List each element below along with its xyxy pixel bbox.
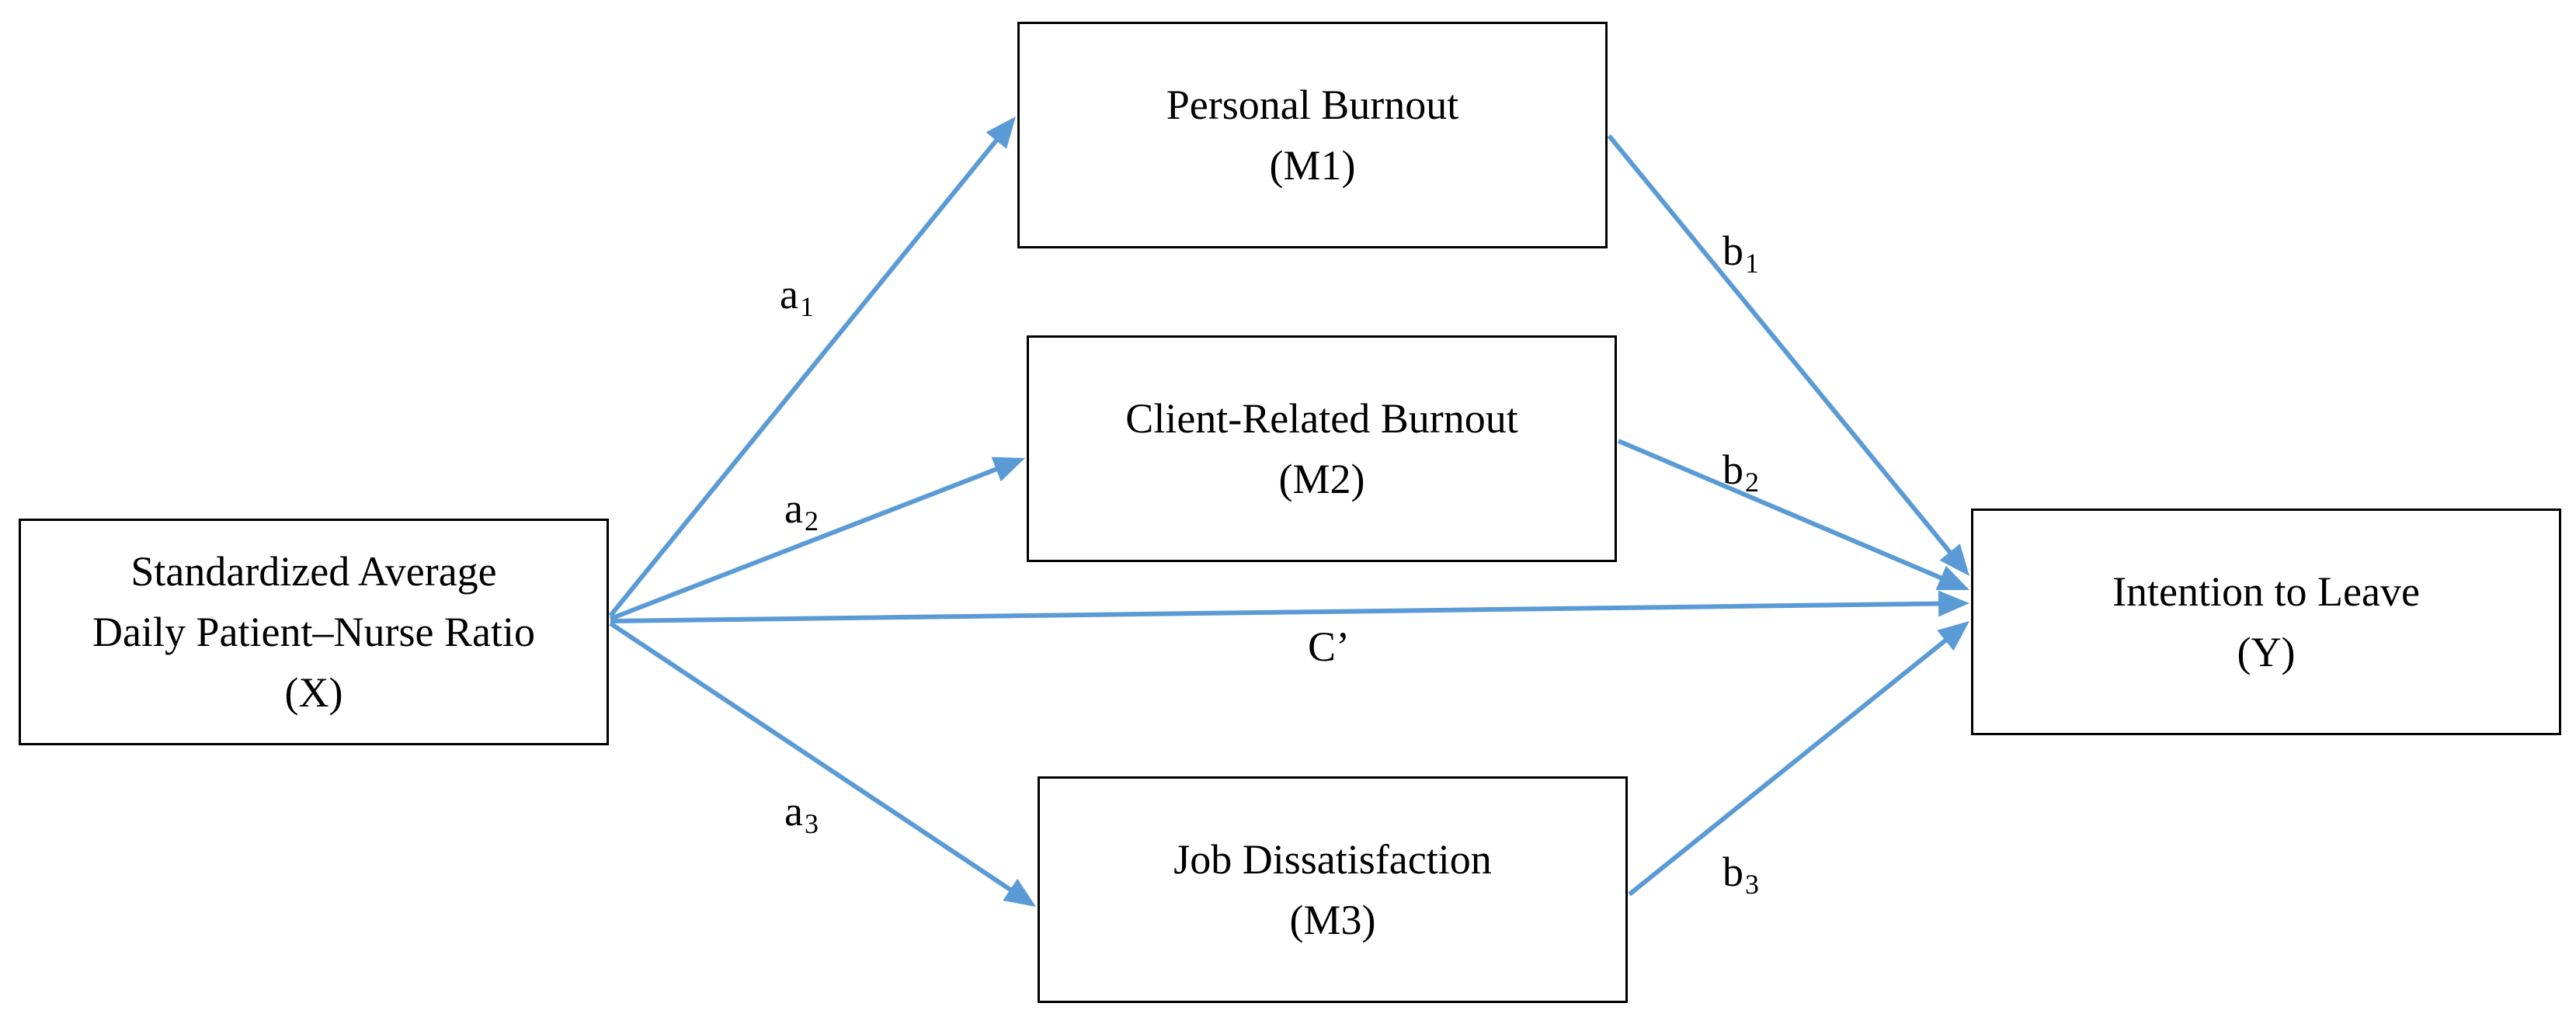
arrow-b1-head: [1939, 543, 1969, 576]
edge-label-b2-letter: b: [1723, 446, 1743, 493]
arrow-c-prime-line: [610, 601, 1942, 623]
edge-label-a2-subscript: 2: [804, 505, 819, 536]
edge-label-b3-letter: b: [1723, 849, 1743, 895]
node-y: Intention to Leave (Y): [1971, 509, 2561, 735]
edge-label-a1: a1: [780, 271, 814, 321]
edge-label-b3-subscript: 3: [1745, 869, 1759, 900]
node-m1-line-1: Personal Burnout: [1166, 81, 1459, 128]
node-m1-line-2: (M1): [1269, 142, 1356, 189]
arrow-b2-line: [1617, 439, 1945, 581]
arrow-b3-line: [1628, 637, 1949, 897]
edge-label-a3-subscript: 3: [804, 808, 819, 839]
edge-label-a1-letter: a: [780, 271, 798, 318]
edge-label-b1: b1: [1723, 227, 1759, 277]
node-m3-line-1: Job Dissatisfaction: [1173, 835, 1492, 883]
edge-label-a1-subscript: 1: [799, 291, 814, 322]
arrow-c-prime-head: [1938, 590, 1969, 617]
edge-lines: [608, 116, 1969, 907]
edge-label-a2: a2: [784, 485, 819, 535]
edge-label-a3: a3: [784, 788, 819, 838]
edge-label-c-prime: C’: [1308, 626, 1350, 668]
arrow-a3-line: [609, 621, 1014, 894]
edge-label-b1-letter: b: [1723, 227, 1743, 274]
node-x-line-2: Daily Patient–Nurse Ratio: [92, 608, 535, 655]
arrow-b1-line: [1607, 134, 1954, 557]
edge-label-b3: b3: [1723, 849, 1759, 898]
arrow-a1-line: [608, 137, 1000, 617]
node-m3: Job Dissatisfaction (M3): [1038, 776, 1628, 1003]
arrow-a1-head: [986, 116, 1016, 149]
edge-label-c-prime-letter: C’: [1308, 623, 1350, 670]
node-x: Standardized Average Daily Patient–Nurse…: [19, 519, 609, 745]
edge-label-a2-letter: a: [784, 485, 803, 532]
node-m2: Client-Related Burnout (M2): [1027, 335, 1617, 562]
arrow-b2-head: [1935, 565, 1969, 590]
arrow-a2-head: [991, 456, 1025, 482]
edge-label-b2-subscript: 2: [1745, 467, 1759, 498]
edge-label-a3-letter: a: [784, 788, 803, 835]
node-m3-line-2: (M3): [1289, 897, 1376, 943]
arrow-b3-head: [1937, 621, 1969, 651]
node-m2-line-1: Client-Related Burnout: [1125, 394, 1518, 442]
node-x-line-3: (X): [284, 669, 343, 717]
node-y-line-2: (Y): [2237, 629, 2296, 675]
edge-label-b1-subscript: 1: [1745, 248, 1759, 279]
node-m1: Personal Burnout (M1): [1017, 22, 1608, 248]
edge-label-b2: b2: [1723, 446, 1759, 496]
arrow-a3-head: [1003, 878, 1036, 907]
node-m2-line-2: (M2): [1278, 456, 1365, 502]
arrow-a2-line: [609, 466, 1000, 621]
node-x-line-1: Standardized Average: [130, 547, 497, 595]
node-y-line-1: Intention to Leave: [2112, 568, 2420, 615]
